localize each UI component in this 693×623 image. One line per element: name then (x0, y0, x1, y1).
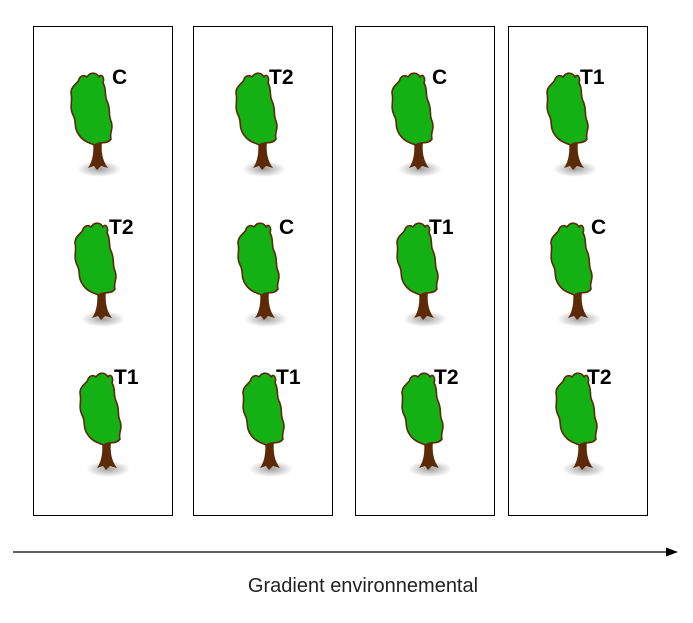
treatment-label: T1 (580, 66, 605, 89)
block-3: C T1 T2 (355, 26, 495, 516)
arrow-right-icon (13, 547, 678, 557)
tree-icon (543, 69, 603, 179)
tree-icon (239, 369, 299, 479)
tree-icon (393, 219, 453, 329)
treatment-label: T1 (429, 216, 454, 239)
block-1: C T2 T1 (33, 26, 173, 516)
tree-icon (388, 69, 448, 179)
treatment-label: C (112, 66, 128, 89)
treatment-label: T2 (109, 216, 134, 239)
tree-icon (76, 369, 136, 479)
treatment-label: C (432, 66, 448, 89)
treatment-label: C (279, 216, 295, 239)
treatment-label: T2 (434, 366, 459, 389)
treatment-label: T2 (587, 366, 612, 389)
tree-icon (398, 369, 458, 479)
tree-icon (547, 219, 607, 329)
tree-icon (71, 219, 131, 329)
tree-icon (67, 69, 127, 179)
block-4: T1 C T2 (508, 26, 648, 516)
block-2: T2 C T1 (193, 26, 333, 516)
gradient-label: Gradient environnemental (247, 575, 479, 597)
treatment-label: C (591, 216, 607, 239)
tree-icon (232, 69, 292, 179)
tree-icon (234, 219, 294, 329)
treatment-label: T1 (276, 366, 301, 389)
tree-icon (552, 369, 612, 479)
treatment-label: T1 (114, 366, 139, 389)
treatment-label: T2 (269, 66, 294, 89)
